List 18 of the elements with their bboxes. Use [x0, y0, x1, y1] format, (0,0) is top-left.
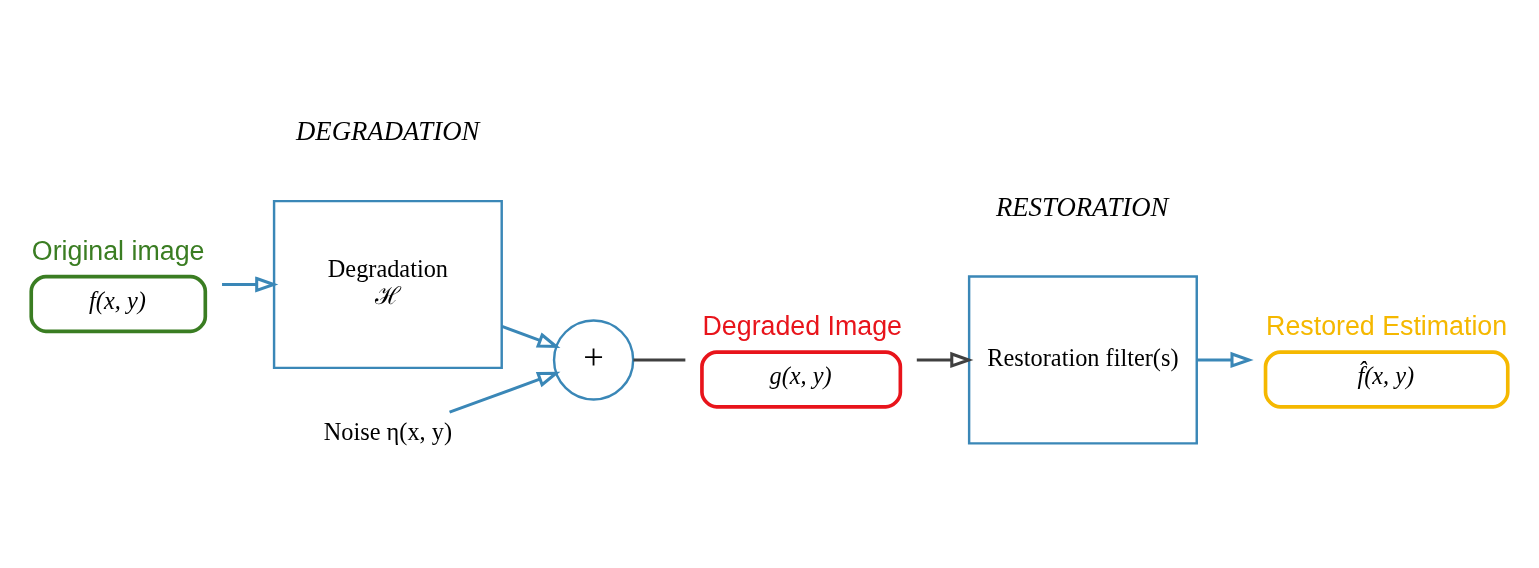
arrow: [501, 324, 561, 348]
node-box: g(x, y): [700, 349, 903, 409]
node-circle: +: [552, 318, 635, 401]
node-box: f̂(x, y): [1263, 349, 1510, 409]
label: DEGRADATION: [295, 115, 480, 146]
arrow: [222, 275, 279, 293]
label: RESTORATION: [995, 191, 1169, 222]
node-label: Original image: [31, 235, 205, 266]
arrow: [916, 351, 974, 368]
node-label: Restored Estimation: [1266, 310, 1508, 341]
connector: [633, 357, 686, 361]
arrow: [1196, 351, 1254, 368]
node-label: Degraded Image: [702, 310, 902, 341]
arrow: [449, 371, 561, 414]
node-box: f(x, y): [29, 274, 208, 333]
node-text: Noise η(x, y): [323, 417, 453, 445]
node-box: Degradation ℋ: [272, 199, 503, 369]
node-box: Restoration filter(s): [967, 274, 1198, 445]
